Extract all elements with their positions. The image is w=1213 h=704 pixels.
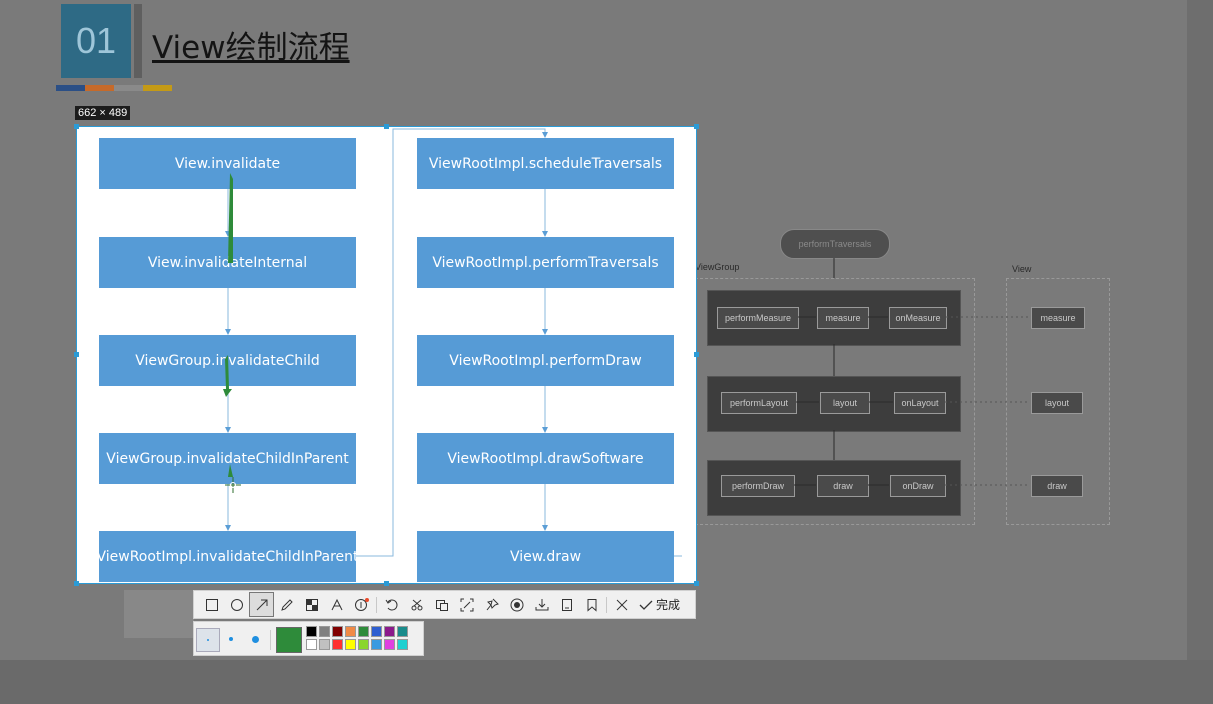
color-swatch[interactable] [371, 626, 382, 637]
flow-node-viewgroup-invalidate-child: ViewGroup.invalidateChild [99, 335, 356, 386]
color-swatch[interactable] [306, 639, 317, 650]
slide-title: View绘制流程 [152, 30, 350, 66]
done-button[interactable]: 完成 [634, 596, 685, 613]
selection-size-label: 662 × 489 [75, 106, 131, 120]
resize-handle-left[interactable] [74, 352, 79, 357]
resize-handle-bottom-left[interactable] [74, 581, 79, 586]
color-bar [85, 85, 114, 91]
pencil-icon[interactable] [274, 592, 299, 617]
color-swatch[interactable] [397, 626, 408, 637]
color-swatch[interactable] [345, 626, 356, 637]
palette-separator [270, 630, 271, 650]
color-swatch[interactable] [384, 639, 395, 650]
crop-icon[interactable] [404, 592, 429, 617]
flow-node-view-invalidate: View.invalidate [99, 138, 356, 189]
color-swatch[interactable] [332, 626, 343, 637]
view-label: View [1012, 264, 1032, 274]
ellipse-icon[interactable] [224, 592, 249, 617]
capture-selection[interactable]: View.invalidate View.invalidateInternal … [76, 126, 697, 584]
resize-handle-right[interactable] [694, 352, 699, 357]
color-swatch[interactable] [332, 639, 343, 650]
perform-layout-box: performLayout [721, 392, 797, 414]
text-icon[interactable] [324, 592, 349, 617]
resize-handle-top-right[interactable] [694, 124, 699, 129]
view-measure-box: measure [1031, 307, 1085, 329]
color-swatch[interactable] [371, 639, 382, 650]
pin-icon[interactable] [479, 592, 504, 617]
close-icon[interactable] [609, 592, 634, 617]
save-icon[interactable] [554, 592, 579, 617]
perform-traversals-node: performTraversals [780, 229, 890, 259]
brush-size-large[interactable] [244, 628, 266, 650]
color-swatch[interactable] [319, 639, 330, 650]
layout-box: layout [820, 392, 870, 414]
resize-handle-bottom[interactable] [384, 581, 389, 586]
color-swatch[interactable] [319, 626, 330, 637]
done-label: 完成 [656, 598, 681, 612]
brush-size-medium[interactable] [220, 628, 242, 650]
color-bar [143, 85, 172, 91]
slide-number-badge: 01 [61, 4, 131, 78]
color-swatch[interactable] [345, 639, 356, 650]
current-color[interactable] [276, 627, 302, 653]
flow-node-viewrootimpl-invalidate-child-in-parent: ViewRootImpl.invalidateChildInParent [96, 531, 359, 582]
on-layout-box: onLayout [894, 392, 946, 414]
check-icon [639, 600, 653, 610]
color-swatch[interactable] [358, 639, 369, 650]
resize-handle-top-left[interactable] [74, 124, 79, 129]
perform-draw-box: performDraw [721, 475, 795, 497]
flow-node-view-invalidate-internal: View.invalidateInternal [99, 237, 356, 288]
toolbar-separator [606, 596, 607, 613]
flow-node-draw-software: ViewRootImpl.drawSoftware [417, 433, 674, 484]
window-edge [1187, 0, 1213, 704]
download-icon[interactable] [529, 592, 554, 617]
measure-box: measure [817, 307, 869, 329]
flow-node-schedule-traversals: ViewRootImpl.scheduleTraversals [417, 138, 674, 189]
color-swatch[interactable] [358, 626, 369, 637]
on-draw-box: onDraw [890, 475, 946, 497]
rectangle-icon[interactable] [199, 592, 224, 617]
title-color-bars [56, 85, 172, 91]
scroll-capture-icon[interactable] [454, 592, 479, 617]
screenshot-toolbar: 完成 [193, 590, 696, 619]
window-bottom [0, 660, 1213, 704]
record-icon[interactable] [504, 592, 529, 617]
viewgroup-label: ViewGroup [695, 262, 740, 272]
draw-box: draw [817, 475, 869, 497]
resize-handle-bottom-right[interactable] [694, 581, 699, 586]
bookmark-icon[interactable] [579, 592, 604, 617]
view-draw-box: draw [1031, 475, 1083, 497]
color-bar [114, 85, 143, 91]
flow-node-perform-traversals: ViewRootImpl.performTraversals [417, 237, 674, 288]
flow-node-view-draw: View.draw [417, 531, 674, 582]
ocr-icon[interactable] [429, 592, 454, 617]
crosshair-cursor-icon [225, 477, 241, 493]
color-bar [56, 85, 85, 91]
background-block [124, 590, 194, 638]
color-swatch[interactable] [306, 626, 317, 637]
mosaic-icon[interactable] [299, 592, 324, 617]
arrow-icon[interactable] [249, 592, 274, 617]
number-marker-icon[interactable] [349, 592, 374, 617]
on-measure-box: onMeasure [889, 307, 947, 329]
badge-divider [134, 4, 142, 78]
toolbar-separator [376, 596, 377, 613]
resize-handle-top[interactable] [384, 124, 389, 129]
brush-size-small[interactable] [196, 628, 220, 652]
color-swatch[interactable] [397, 639, 408, 650]
perform-measure-box: performMeasure [717, 307, 799, 329]
view-layout-box: layout [1031, 392, 1083, 414]
color-swatch[interactable] [384, 626, 395, 637]
undo-icon[interactable] [379, 592, 404, 617]
color-palette [193, 621, 424, 656]
flow-node-viewgroup-invalidate-child-in-parent: ViewGroup.invalidateChildInParent [99, 433, 356, 484]
flow-node-perform-draw: ViewRootImpl.performDraw [417, 335, 674, 386]
